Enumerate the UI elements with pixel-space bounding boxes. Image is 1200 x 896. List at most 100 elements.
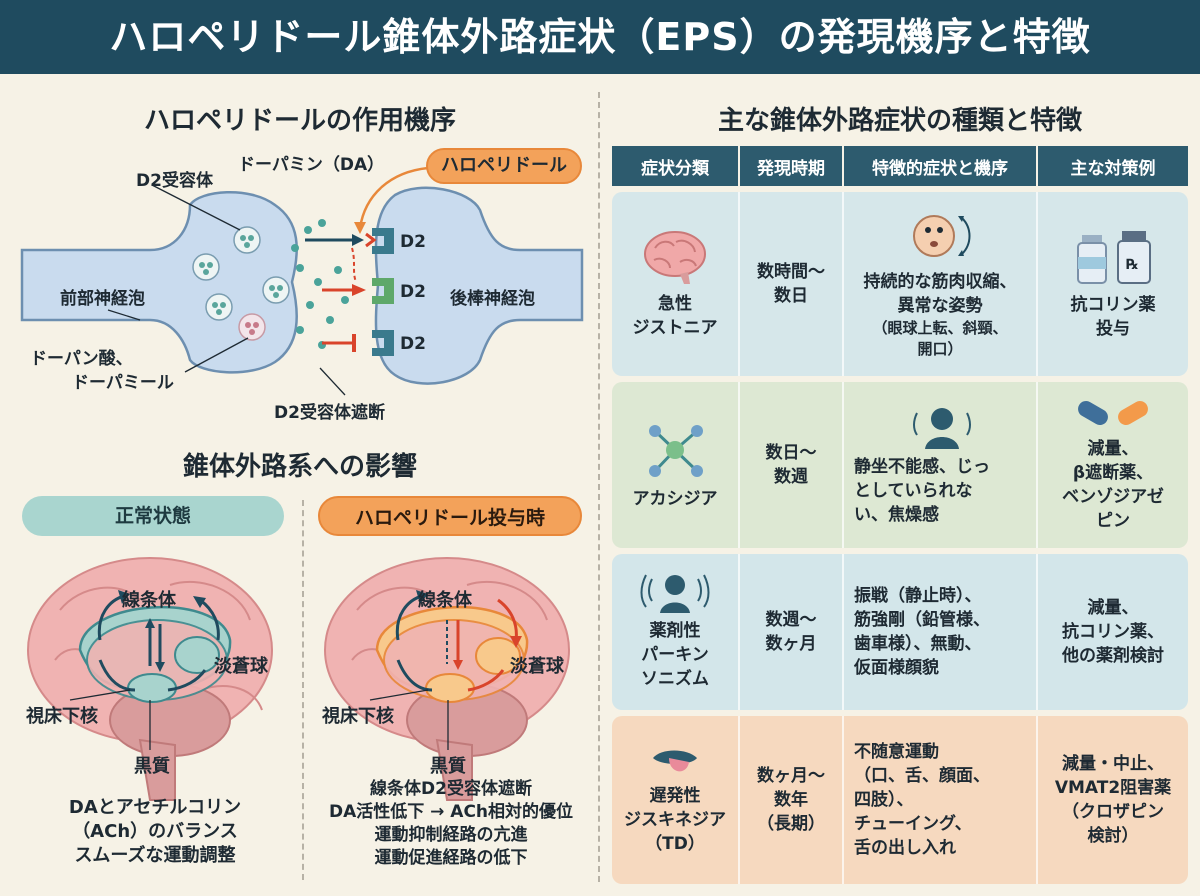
symptom-line: 不随意運動 [854,742,939,762]
row-onset: 数ヶ月〜 数年 （長期） [740,716,844,884]
presynaptic-label: 前部神経泡 [60,289,145,309]
restless-person-icon [913,408,971,449]
caption-line: 線条体D2受容体遮断 [370,779,532,799]
row-countermeasure: ℞ 抗コリン薬 投与 [1038,192,1188,376]
metabolite-label-2: ドーパミール [72,373,174,393]
d2-label-2: D2 [400,282,426,302]
molecule-icon [649,425,703,477]
symptom-line: 歯車様）、無動、 [854,634,982,654]
brain-haloperidol [324,557,570,801]
dopamine-molecule [291,219,349,349]
countermeasure-line: 投与 [1096,319,1130,339]
onset-line: （長期） [757,814,825,834]
postsynaptic-label: 後棒神経泡 [450,289,535,309]
d2-receptor-label: D2受容体 [136,171,213,191]
metabolite-label-1: ドーパン酸、 [30,349,133,369]
caption-line: スムーズな運動調整 [74,845,236,866]
row-category: アカシジア [612,382,740,548]
normal-state-pill: 正常状態 [22,496,284,536]
row-onset: 数週〜 数ヶ月 [740,554,844,710]
brain-normal [27,557,273,801]
row-name-line: パーキン [641,645,709,665]
countermeasure-line: 他の薬剤検討 [1062,646,1164,666]
row-countermeasure: 減量、 抗コリン薬、 他の薬剤検討 [1038,554,1188,710]
section-divider [598,92,600,882]
symptom-line: 仮面様顔貌 [854,658,939,678]
onset-line: 数時間〜 [757,262,825,282]
onset-line: 数日 [774,286,808,306]
d2-label-1: D2 [400,232,426,252]
symptom-note-line: 開口） [917,340,963,358]
globus-pallidus-label-normal: 淡蒼球 [214,656,268,677]
substantia-nigra-label-normal: 黒質 [134,756,170,777]
subthalamic-label-normal: 視床下核 [26,706,98,727]
row-symptoms: 不随意運動 （口、舌、顔面、 四肢）、 チューイング、 舌の出し入れ [844,716,1038,884]
row-name-line: ジストニア [632,318,718,338]
row-onset: 数時間〜 数日 [740,192,844,376]
leader-line [151,184,241,231]
caption-line: DA活性低下 → ACh相対的優位 [328,802,574,822]
row-name-line: 薬剤性 [649,621,701,641]
row-symptoms: 持続的な筋肉収縮、 異常な姿勢 （眼球上転、斜頸、 開口） [844,192,1038,376]
countermeasure-line: 検討） [1087,826,1139,846]
haloperidol-state-pill: ハロペリドール投与時 [318,496,582,536]
onset-line: 数週〜 [765,610,817,630]
symptom-line: としていられな [854,481,973,501]
countermeasure-line: β遮断薬、 [1072,463,1154,483]
haloperidol-tag: ハロペリドール [426,148,582,184]
header-category: 症状分類 [612,146,740,186]
row-name-line: アカシジア [632,489,718,509]
row-category: 遅発性 ジスキネジア （TD） [612,716,740,884]
tremor-icon [640,574,710,613]
table-heading: 主な錐体外路症状の種類と特徴 [717,106,1082,136]
countermeasure-line: 減量、 [1087,598,1139,618]
symptom-note-line: （眼球上転、斜頸、 [872,319,1008,337]
d2-receptor [365,228,394,356]
countermeasure-line: 抗コリン薬、 [1062,622,1164,642]
symptom-line: 異常な姿勢 [897,296,983,316]
row-name-line: 急性 [658,294,692,314]
caption-line: DAとアセチルコリン [68,797,242,818]
vesicle [192,226,290,341]
header-onset: 発現時期 [740,146,844,186]
symptom-line: チューイング、 [854,814,972,834]
impact-heading: 錐体外路系への影響 [182,452,417,482]
blockade-label: D2受容体遮断 [274,403,385,423]
substantia-nigra-label-haloperidol: 黒質 [430,756,466,777]
countermeasure-line: 減量、 [1087,439,1139,459]
table-row: アカシジア 数日〜 数週 静坐不能感、じっ としていられな い、焦燥感 減量、 … [612,382,1188,548]
haloperidol-caption: 線条体D2受容体遮断 DA活性低下 → ACh相対的優位 運動抑制経路の亢進 運… [306,778,596,870]
page-title: ハロペリドール錐体外路症状（EPS）の発現機序と特徴 [0,0,1200,74]
row-name-line: （TD） [645,834,705,854]
medicine-vial-icon: ℞ [1077,231,1151,284]
header-countermeasure: 主な対策例 [1070,158,1156,179]
countermeasure-line: ピン [1096,511,1130,531]
header-symptoms: 特徴的症状と機序 [844,146,1038,186]
row-symptoms: 静坐不能感、じっ としていられな い、焦燥感 [844,382,1038,548]
row-name-line: ソニズム [641,669,709,689]
symptom-line: 舌の出し入れ [854,838,956,858]
brain-icon [644,231,706,284]
table-row: 急性 ジストニア 数時間〜 数日 持続的な筋肉収縮、 異常な姿勢 （眼球上転、斜… [612,192,1188,376]
symptom-line: （口、舌、顔面、 [854,766,990,786]
onset-line: 数日〜 [765,443,817,463]
symptom-line: 持続的な筋肉収縮、 [863,272,1017,292]
mechanism-heading: ハロペリドールの作用機序 [143,106,456,136]
caption-line: 運動促進経路の低下 [374,848,528,868]
onset-line: 数年 [774,790,808,810]
symptom-line: 四肢）、 [854,790,914,810]
symptom-line: 静坐不能感、じっ [854,457,990,477]
countermeasure-line: 抗コリン薬 [1070,295,1156,315]
row-countermeasure: 減量・中止、 VMAT2阻害薬 （クロザピン 検討） [1038,716,1188,884]
row-countermeasure: 減量、 β遮断薬、 ベンゾジアゼ ピン [1038,382,1188,548]
onset-line: 数ヶ月〜 [757,766,825,786]
tongue-icon [653,750,697,772]
eps-table: 症状分類 発現時期 特徴的症状と機序 主な対策例 [612,146,1188,186]
row-name-line: 遅発性 [649,786,701,806]
dopamine-label: ドーパミン（DA） [238,155,385,175]
onset-line: 数週 [774,467,808,487]
symptom-line: い、焦燥感 [854,505,939,525]
caption-line: 運動抑制経路の亢進 [374,825,528,845]
caption-line: （ACh）のバランス [72,821,238,842]
